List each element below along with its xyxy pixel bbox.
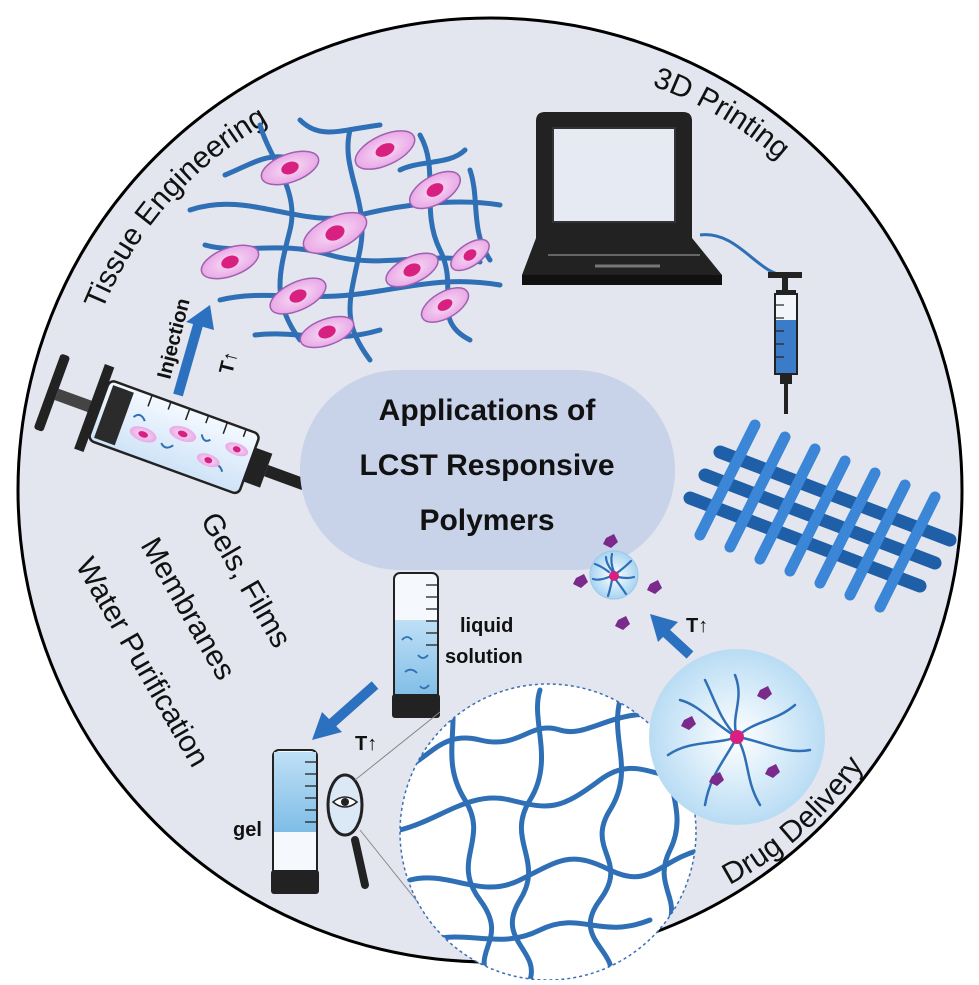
gel-vial-cap	[271, 870, 319, 894]
drug-release-arrow	[650, 614, 694, 659]
gel-label: gel	[233, 819, 262, 841]
cell-syringe	[34, 354, 306, 495]
liquid-vial	[392, 572, 440, 718]
title-line-2: LCST Responsive	[359, 449, 614, 482]
solution-label: solution	[445, 646, 523, 668]
injection-arrow	[173, 305, 214, 397]
laptop-icon	[522, 112, 722, 285]
temp-label-gel: T↑	[355, 733, 377, 755]
syringe-plunger-cap	[34, 354, 70, 432]
drug-loaded-polymer	[649, 649, 825, 825]
liquid-label: liquid	[460, 615, 513, 637]
magnifier-icon	[326, 773, 369, 889]
syringe-tip	[243, 447, 273, 488]
gel-vial	[271, 749, 319, 894]
drug-molecules-released	[573, 534, 662, 630]
gel-network-zoom	[399, 683, 697, 981]
zoom-lines	[354, 711, 441, 906]
printing-syringe	[768, 272, 802, 414]
gelation-arrow	[312, 681, 379, 740]
printed-lattice	[683, 419, 957, 613]
tissue-scaffold	[187, 117, 503, 363]
micelle	[589, 550, 639, 600]
vial-cap	[392, 694, 440, 718]
title-line-3: Polymers	[419, 504, 554, 537]
temp-label-drug: T↑	[686, 615, 708, 637]
laptop-screen	[552, 127, 676, 223]
temp-label-injection: T↑	[216, 349, 243, 376]
cells	[200, 130, 490, 349]
title-line-1: Applications of	[379, 394, 597, 427]
title-pill: Applications of LCST Responsive Polymers	[300, 370, 675, 570]
